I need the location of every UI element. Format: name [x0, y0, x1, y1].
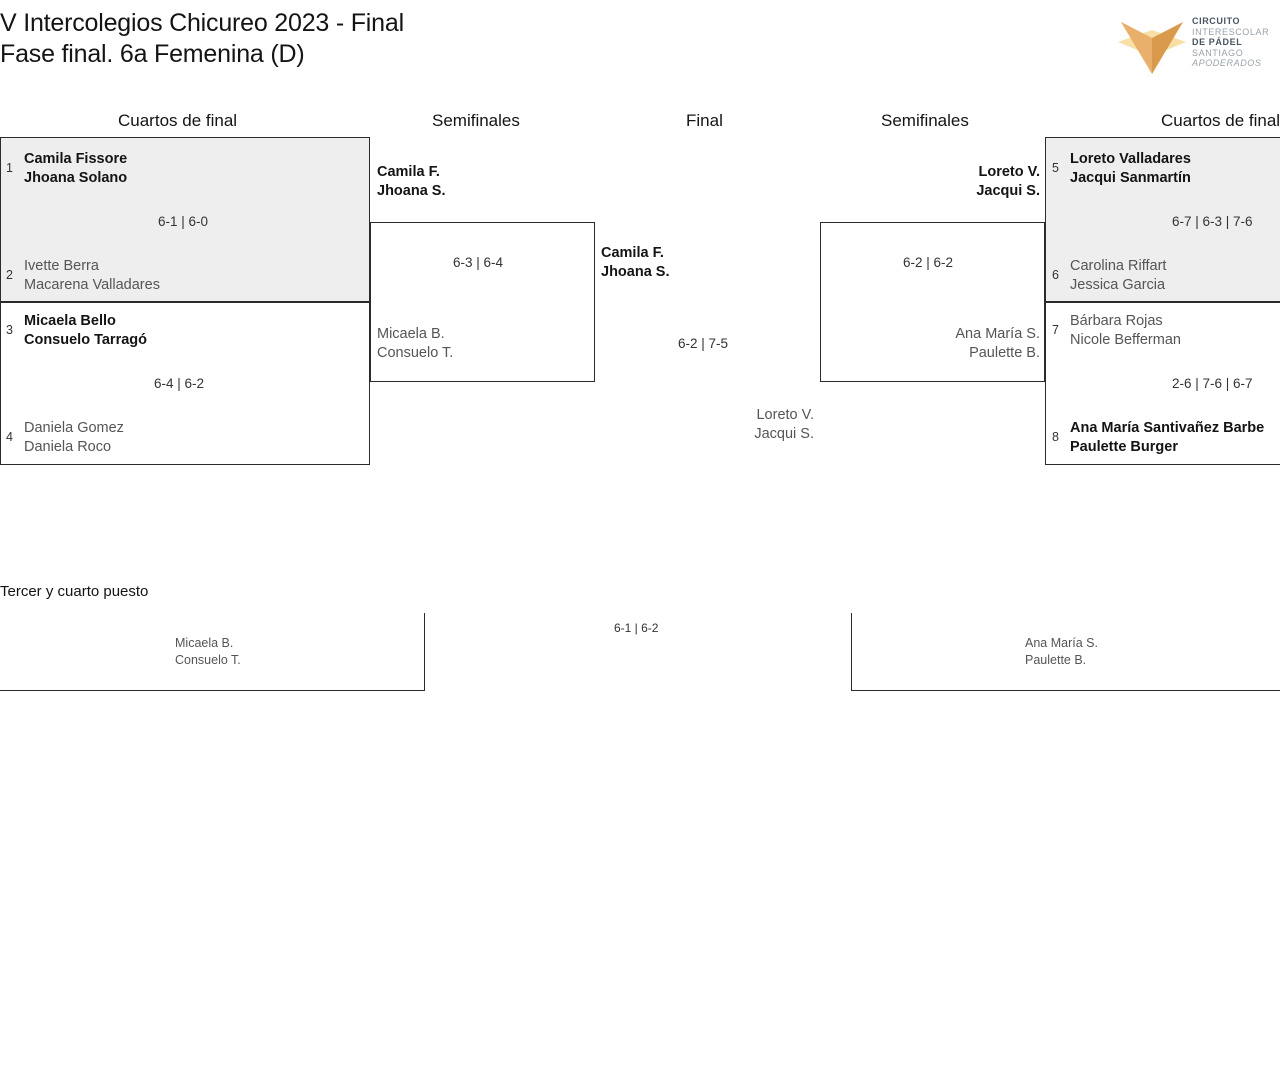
- round-header-quarterfinals-right: Cuartos de final: [1161, 111, 1280, 130]
- score-final: 6-2 | 7-5: [678, 336, 729, 351]
- team-sf-right-bottom-player2: Paulette B.: [969, 345, 1040, 361]
- team-qf4-bottom: Ana María Santivañez Barbe Paulette Burg…: [1070, 419, 1264, 457]
- team-qf3-top: Loreto Valladares Jacqui Sanmartín: [1070, 150, 1191, 188]
- team-qf3-bottom-player1: Carolina Riffart: [1070, 258, 1167, 274]
- team-final-bottom-player1: Loreto V.: [756, 407, 814, 423]
- team-qf4-top-player1: Bárbara Rojas: [1070, 313, 1163, 329]
- match-box-qf1[interactable]: [0, 137, 370, 302]
- round-header-quarterfinals-left: Cuartos de final: [118, 111, 238, 130]
- team-qf1-top: Camila Fissore Jhoana Solano: [24, 150, 127, 188]
- team-third-place-left-player2: Consuelo T.: [175, 653, 241, 667]
- score-sf-right: 6-2 | 6-2: [903, 255, 954, 270]
- brand-line-2: INTERESCOLAR: [1192, 26, 1270, 37]
- team-qf1-bottom-player1: Ivette Berra: [24, 258, 99, 274]
- team-sf-right-top-player2: Jacqui S.: [976, 183, 1040, 199]
- team-sf-right-bottom-player1: Ana María S.: [955, 326, 1040, 342]
- team-qf2-top-player1: Micaela Bello: [24, 313, 116, 329]
- team-third-place-left: Micaela B. Consuelo T.: [175, 635, 241, 669]
- team-sf-left-top: Camila F. Jhoana S.: [377, 163, 446, 201]
- team-sf-left-top-player2: Jhoana S.: [377, 183, 446, 199]
- match-box-qf4[interactable]: [1045, 302, 1280, 465]
- brand-line-1: CIRCUITO: [1192, 16, 1241, 26]
- third-place-right-connector-vertical: [851, 613, 852, 691]
- team-final-top-player1: Camila F.: [601, 245, 664, 261]
- team-sf-right-top-player1: Loreto V.: [978, 164, 1040, 180]
- team-final-top: Camila F. Jhoana S.: [601, 244, 670, 282]
- seed-qf1-bottom: 2: [6, 268, 13, 282]
- team-qf1-top-player1: Camila Fissore: [24, 151, 128, 167]
- round-header-semifinals-right: Semifinales: [881, 111, 969, 130]
- team-final-bottom: Loreto V. Jacqui S.: [664, 406, 814, 444]
- team-sf-right-bottom: Ana María S. Paulette B.: [895, 325, 1040, 363]
- team-third-place-left-player1: Micaela B.: [175, 636, 234, 650]
- team-third-place-right-player2: Paulette B.: [1025, 653, 1087, 667]
- title-line-1: V Intercolegios Chicureo 2023 - Final: [0, 9, 404, 37]
- seed-qf3-top: 5: [1052, 161, 1059, 175]
- team-qf1-bottom: Ivette Berra Macarena Valladares: [24, 257, 160, 295]
- team-final-bottom-player2: Jacqui S.: [754, 426, 814, 442]
- seed-qf1-top: 1: [6, 161, 13, 175]
- match-box-sf-left[interactable]: [370, 222, 595, 382]
- brand-line-5: APODERADOS: [1192, 58, 1262, 68]
- brand-logo: CIRCUITO INTERESCOLAR DE PÁDEL SANTIAGO …: [1100, 10, 1280, 82]
- team-third-place-right: Ana María S. Paulette B.: [1025, 635, 1098, 669]
- brand-wordmark: CIRCUITO INTERESCOLAR DE PÁDEL SANTIAGO …: [1192, 16, 1280, 69]
- team-qf2-bottom: Daniela Gomez Daniela Roco: [24, 419, 124, 457]
- brand-line-4: SANTIAGO: [1192, 47, 1244, 58]
- team-sf-left-top-player1: Camila F.: [377, 164, 440, 180]
- team-sf-left-bottom: Micaela B. Consuelo T.: [377, 325, 453, 363]
- team-sf-left-bottom-player2: Consuelo T.: [377, 345, 454, 361]
- score-qf4: 2-6 | 7-6 | 6-7: [1172, 376, 1253, 391]
- seed-qf3-bottom: 6: [1052, 268, 1059, 282]
- round-header-semifinals-left: Semifinales: [432, 111, 520, 130]
- team-qf2-bottom-player1: Daniela Gomez: [24, 420, 124, 436]
- team-qf4-top: Bárbara Rojas Nicole Befferman: [1070, 312, 1181, 350]
- seed-qf4-top: 7: [1052, 323, 1059, 337]
- match-box-qf3[interactable]: [1045, 137, 1280, 302]
- team-qf2-bottom-player2: Daniela Roco: [24, 439, 112, 455]
- third-place-right-connector-horizontal: [851, 690, 1280, 691]
- page-title: V Intercolegios Chicureo 2023 - Final Fa…: [0, 8, 404, 70]
- match-box-sf-right[interactable]: [820, 222, 1045, 382]
- title-line-2: Fase final. 6a Femenina (D): [0, 40, 305, 68]
- score-sf-left: 6-3 | 6-4: [453, 255, 504, 270]
- team-third-place-right-player1: Ana María S.: [1025, 636, 1098, 650]
- third-place-title: Tercer y cuarto puesto: [0, 583, 149, 600]
- team-qf1-top-player2: Jhoana Solano: [24, 170, 128, 186]
- team-qf4-bottom-player1: Ana María Santivañez Barbe: [1070, 420, 1265, 436]
- round-header-final: Final: [686, 111, 723, 130]
- score-qf1: 6-1 | 6-0: [158, 214, 209, 229]
- team-final-top-player2: Jhoana S.: [601, 264, 670, 280]
- team-qf2-top: Micaela Bello Consuelo Tarragó: [24, 312, 147, 350]
- match-box-qf2[interactable]: [0, 302, 370, 465]
- seed-qf4-bottom: 8: [1052, 430, 1059, 444]
- brand-line-3: DE PÁDEL: [1192, 37, 1243, 47]
- third-place-left-connector-vertical: [424, 613, 425, 691]
- team-qf3-bottom: Carolina Riffart Jessica Garcia: [1070, 257, 1166, 295]
- score-qf2: 6-4 | 6-2: [154, 376, 205, 391]
- team-qf4-top-player2: Nicole Befferman: [1070, 332, 1181, 348]
- team-qf3-top-player2: Jacqui Sanmartín: [1070, 170, 1191, 186]
- third-place-left-connector-horizontal: [0, 690, 425, 691]
- team-qf4-bottom-player2: Paulette Burger: [1070, 439, 1178, 455]
- team-sf-right-top: Loreto V. Jacqui S.: [895, 163, 1040, 201]
- score-third-place: 6-1 | 6-2: [614, 621, 659, 635]
- seed-qf2-bottom: 4: [6, 430, 13, 444]
- score-qf3: 6-7 | 6-3 | 7-6: [1172, 214, 1253, 229]
- padel-circuit-logo-icon: [1116, 16, 1188, 78]
- team-sf-left-bottom-player1: Micaela B.: [377, 326, 445, 342]
- team-qf1-bottom-player2: Macarena Valladares: [24, 277, 160, 293]
- team-qf2-top-player2: Consuelo Tarragó: [24, 332, 147, 348]
- seed-qf2-top: 3: [6, 323, 13, 337]
- team-qf3-top-player1: Loreto Valladares: [1070, 151, 1191, 167]
- team-qf3-bottom-player2: Jessica Garcia: [1070, 277, 1166, 293]
